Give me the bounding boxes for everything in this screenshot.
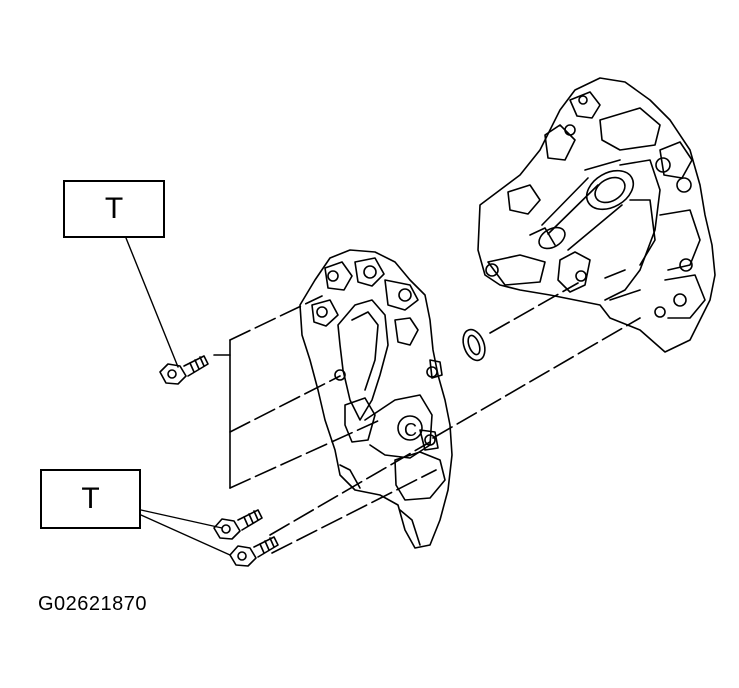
alignment-lines bbox=[229, 282, 641, 554]
torque-callout-lower: T bbox=[40, 469, 141, 529]
bolt-lower-2 bbox=[229, 536, 279, 567]
bracket-line bbox=[213, 339, 231, 489]
part-mark-c: C bbox=[404, 420, 417, 440]
bolt-lower-1 bbox=[213, 509, 263, 540]
oil-pump-housing bbox=[299, 249, 453, 549]
figure-code: G02621870 bbox=[38, 593, 148, 615]
torque-callout-upper-label: T bbox=[104, 192, 124, 225]
torque-callout-lower-label: T bbox=[81, 482, 100, 515]
torque-callout-upper: T bbox=[63, 180, 165, 238]
engine-block bbox=[477, 77, 716, 353]
leader-lines bbox=[125, 237, 231, 556]
bolt-upper bbox=[159, 355, 209, 385]
o-ring-gasket bbox=[462, 328, 486, 362]
